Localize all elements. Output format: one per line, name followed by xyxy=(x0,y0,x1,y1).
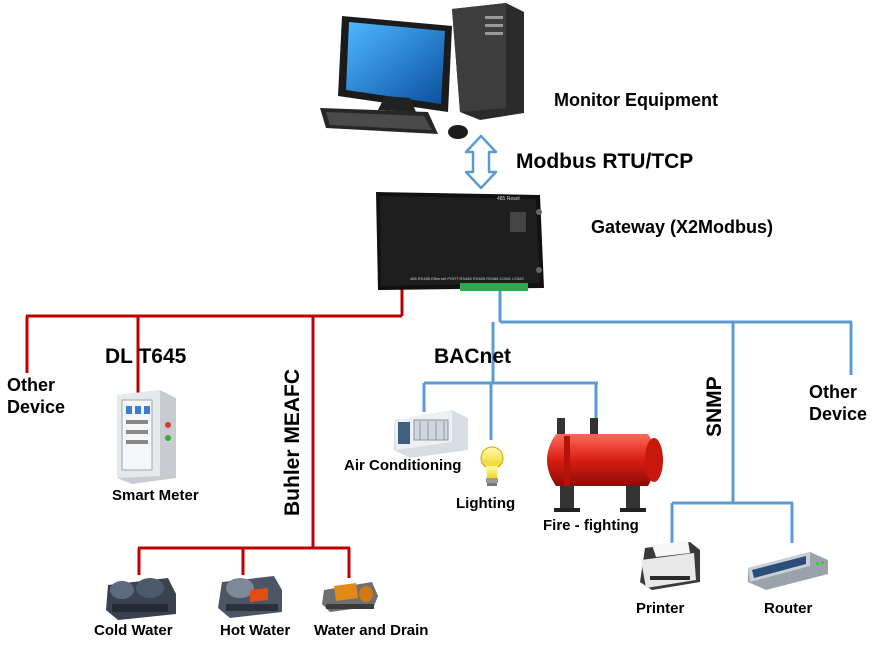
printer-label: Printer xyxy=(636,600,685,617)
gateway-device-icon xyxy=(376,192,544,291)
gateway-top-labels: 485 Reset xyxy=(497,196,520,202)
double-arrow-icon xyxy=(464,134,498,190)
dlt645-protocol-label: DL T645 xyxy=(105,345,187,368)
air-conditioning-label: Air Conditioning xyxy=(344,457,462,474)
gateway-port-labels: 485 RS485 Ethernet PORT RS485 RS485 RS48… xyxy=(410,276,524,281)
printer-icon xyxy=(640,541,700,590)
modbus-protocol-label: Modbus RTU/TCP xyxy=(516,150,694,173)
router-label: Router xyxy=(764,600,813,617)
snmp-protocol-label: SNMP xyxy=(703,376,726,437)
monitor-equipment-label: Monitor Equipment xyxy=(554,90,718,110)
blue-bus xyxy=(422,288,853,543)
hot-water-boiler-icon xyxy=(218,576,282,618)
other-device-right-line2: Device xyxy=(809,404,868,424)
other-device-right-line1: Other xyxy=(809,382,858,402)
air-conditioning-icon xyxy=(394,410,468,458)
water-and-drain-label: Water and Drain xyxy=(314,622,429,639)
computer-icon xyxy=(320,3,524,139)
other-device-left-line1: Other xyxy=(7,375,56,395)
fire-fighting-tank-icon xyxy=(547,418,663,512)
water-and-drain-pump-icon xyxy=(322,582,378,612)
cold-water-label: Cold Water xyxy=(94,622,173,639)
red-bus xyxy=(25,288,404,578)
router-icon xyxy=(748,552,828,590)
smart-meter-icon xyxy=(117,390,176,484)
gateway-label: Gateway (X2Modbus) xyxy=(591,217,774,237)
cold-water-chiller-icon xyxy=(106,578,176,620)
smart-meter-label: Smart Meter xyxy=(112,487,199,504)
lighting-label: Lighting xyxy=(456,495,516,512)
bacnet-protocol-label: BACnet xyxy=(434,345,511,368)
other-device-left-line2: Device xyxy=(7,397,66,417)
buhler-meafc-protocol-label: Buhler MEAFC xyxy=(281,369,304,516)
light-bulb-icon xyxy=(480,446,504,486)
fire-fighting-label: Fire - fighting xyxy=(543,517,639,534)
hot-water-label: Hot Water xyxy=(220,622,291,639)
